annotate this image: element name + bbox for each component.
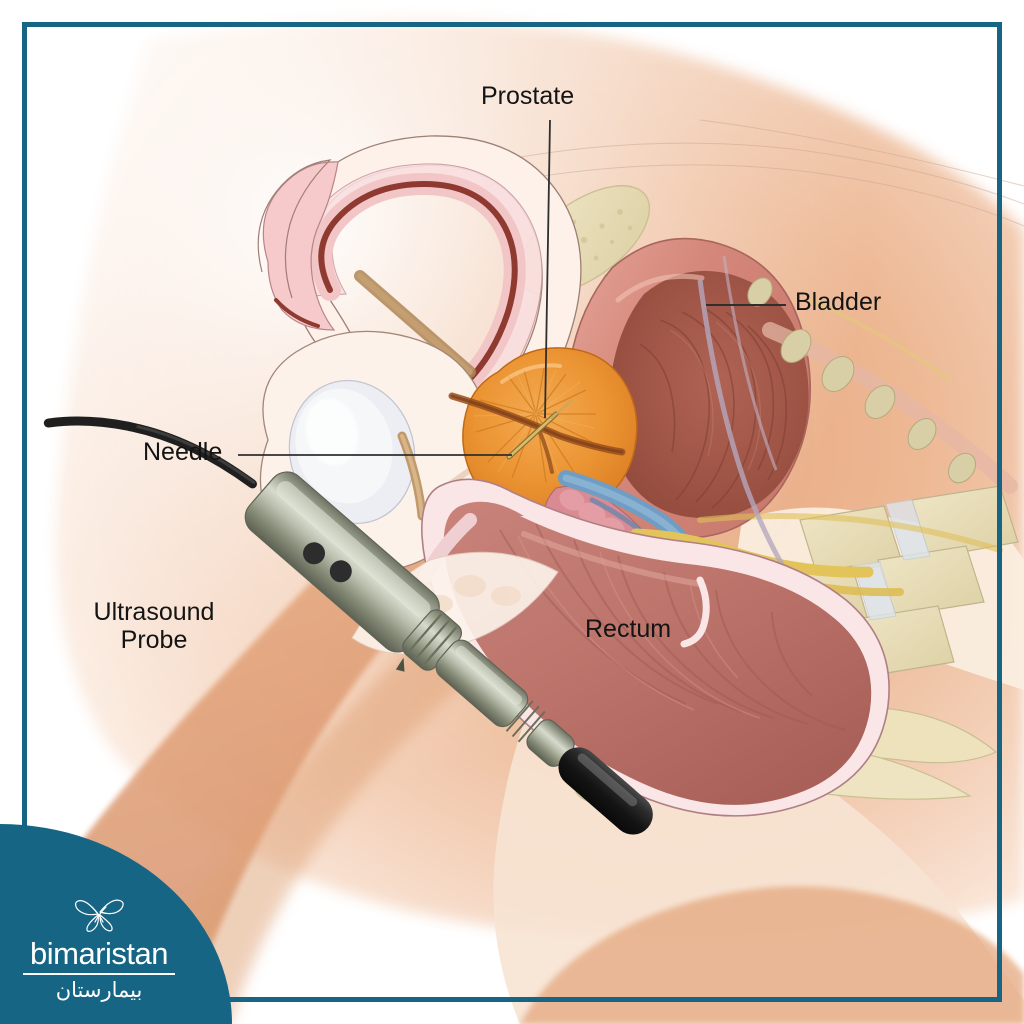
label-ultrasound-line1: Ultrasound <box>93 598 215 626</box>
logo-divider <box>23 973 175 975</box>
label-rectum: Rectum <box>585 615 672 643</box>
penis-cross-section <box>257 135 582 455</box>
leader-lines <box>238 119 786 456</box>
label-prostate: Prostate <box>481 82 575 110</box>
logo-wordmark: bimaristan <box>30 935 169 971</box>
label-ultrasound-probe: Ultrasound Probe <box>80 598 228 654</box>
label-ultrasound-line2: Probe <box>120 626 188 654</box>
logo-wordmark-arabic: بيمارستان <box>55 977 143 1002</box>
lymph-nodes <box>747 277 1018 494</box>
probe-button-2 <box>329 560 352 583</box>
ultrasound-probe <box>43 416 653 835</box>
label-needle: Needle <box>143 438 223 466</box>
probe-cable <box>43 416 257 489</box>
butterfly-icon <box>75 899 124 932</box>
prostate-gland <box>448 347 638 520</box>
prostate-leader-line <box>544 119 551 419</box>
biopsy-needle <box>506 399 573 460</box>
label-bladder: Bladder <box>795 288 882 316</box>
brand-logo-badge: bimaristan بيمارستان <box>0 824 232 1024</box>
probe-tip <box>558 747 653 835</box>
probe-button-1 <box>303 542 326 565</box>
logo-inner: bimaristan بيمارستان <box>14 892 184 1002</box>
